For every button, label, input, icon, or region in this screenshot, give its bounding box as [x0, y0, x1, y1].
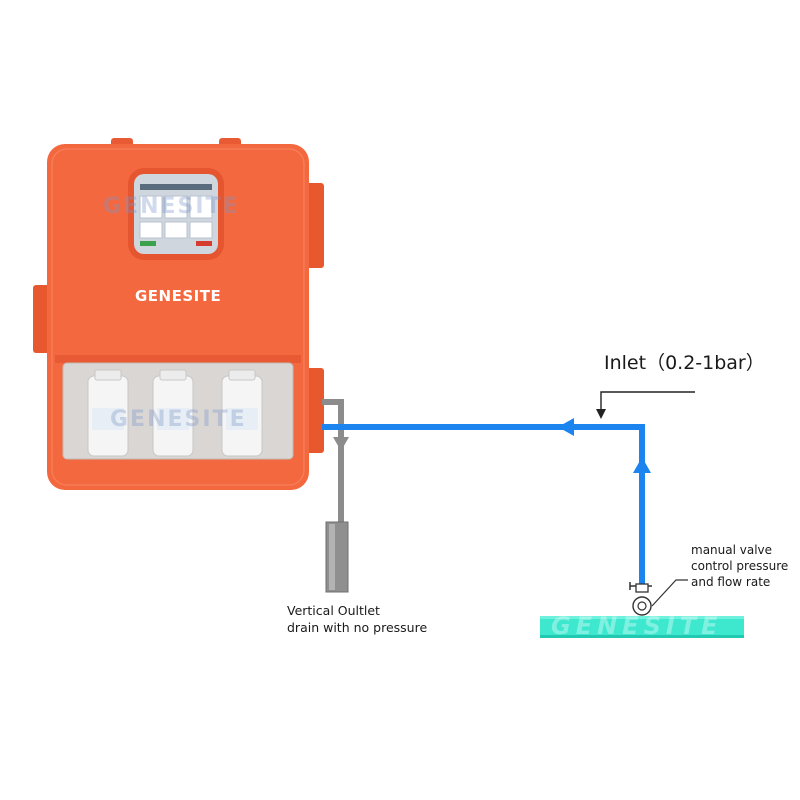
inlet-pointer: [596, 391, 695, 419]
reagent-bottle: [152, 369, 194, 457]
base-brand-label: GENESITE: [551, 612, 723, 640]
valve-label-line2: control pressure: [691, 559, 789, 573]
valve-label-line1: manual valve: [691, 543, 773, 557]
device-unit: [33, 138, 324, 490]
valve-label: manual valve control pressure and flow r…: [691, 542, 788, 590]
reagent-bottle: [221, 369, 263, 457]
valve-label-line3: and flow rate: [691, 575, 771, 589]
outlet-flow-arrow: [333, 437, 349, 451]
inlet-flow-arrow-up: [633, 457, 651, 473]
outlet-label: Vertical Oultlet drain with no pressure: [287, 602, 427, 636]
inlet-pipe: [322, 418, 651, 592]
watermark-screen: GENESITE: [103, 194, 240, 219]
inlet-label: Inlet（0.2-1bar）: [604, 352, 765, 374]
device-brand-label: GENESITE: [135, 287, 222, 305]
inlet-flow-arrow-left: [558, 418, 574, 436]
outlet-pipe: [322, 399, 349, 593]
outlet-label-line2: drain with no pressure: [287, 620, 428, 635]
watermark-bottles: GENESITE: [110, 407, 247, 432]
reagent-bottle: [87, 369, 129, 457]
outlet-label-line1: Vertical Oultlet: [287, 603, 380, 618]
source-pipe-bar: [540, 616, 744, 638]
manual-valve-icon: [629, 579, 688, 616]
